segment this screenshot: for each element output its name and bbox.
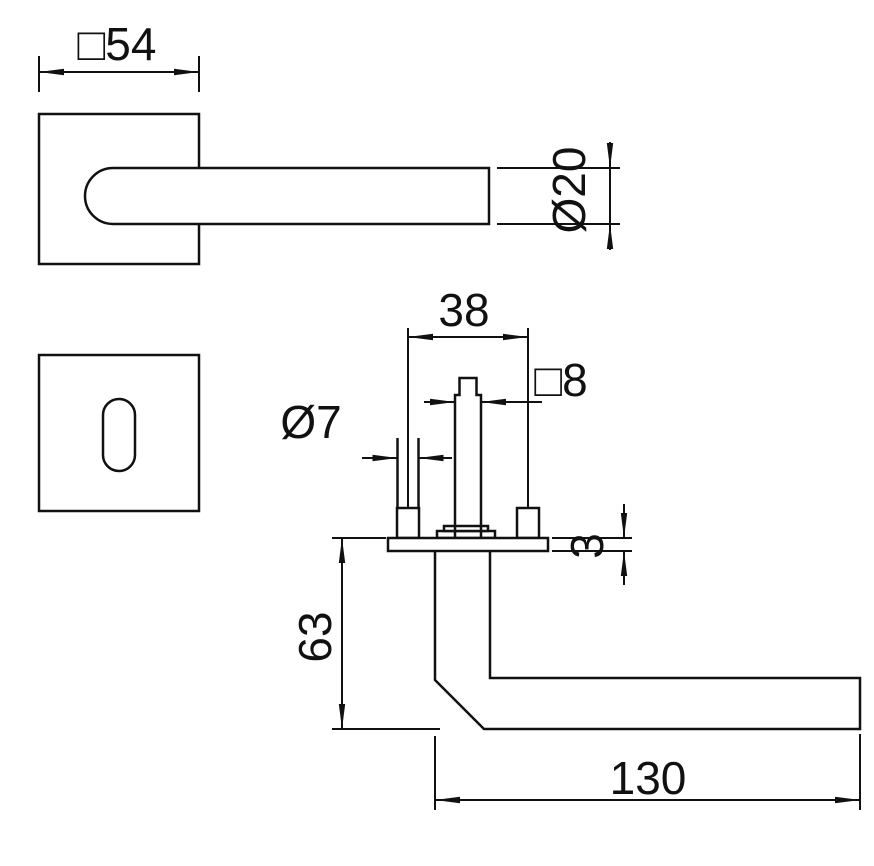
key-rosette-outline (37, 353, 201, 513)
screw-post-right (515, 506, 541, 540)
dim-label-screw-hole: Ø7 (280, 396, 341, 448)
dim-label-spindle: □8 (534, 354, 587, 406)
dimension-projection: 63 (289, 537, 440, 730)
keyhole (101, 397, 137, 473)
dim-label-plate-thickness: 3 (561, 533, 613, 559)
dim-label-hole-spacing: 38 (438, 284, 489, 336)
key-rosette-view (37, 353, 201, 513)
screw-post-left (395, 506, 421, 540)
dimension-hole-spacing: 38 (407, 284, 529, 508)
dimension-spindle: □8 (424, 354, 588, 406)
dimension-screw-hole: Ø7 (280, 396, 452, 508)
rosette-plate-side (386, 536, 550, 553)
dim-label-lever-diameter: Ø20 (543, 147, 595, 234)
dim-label-projection: 63 (289, 611, 341, 662)
dimension-rosette-width: □54 (38, 18, 200, 92)
handle-hub-step (442, 524, 490, 533)
dimension-lever-diameter: Ø20 (497, 142, 620, 250)
lever-bar-front (83, 166, 491, 226)
dimension-plate-thickness: 3 (552, 504, 632, 585)
dim-label-lever-length: 130 (610, 752, 687, 804)
spindle (453, 376, 483, 537)
side-view-handle (386, 376, 862, 731)
front-view-handle-rosette (37, 112, 491, 266)
dim-label-rosette-width: □54 (78, 18, 157, 70)
dimension-lever-length: 130 (434, 734, 861, 810)
lever-side-profile (433, 551, 862, 731)
